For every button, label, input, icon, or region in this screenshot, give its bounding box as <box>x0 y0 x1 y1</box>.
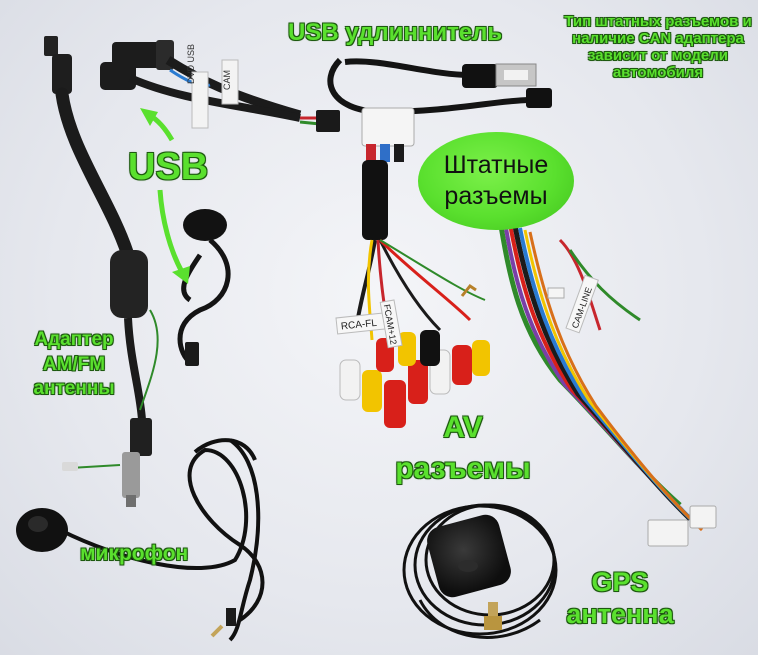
fm-adapter-cable <box>44 36 159 507</box>
av-connectors-label: AV разъемы <box>395 411 531 485</box>
av-tag-1: RCA-FL <box>340 318 378 333</box>
gps-antenna <box>402 503 558 639</box>
small-usb-cable <box>177 209 231 366</box>
usb-extension-label: USB удлиннитель <box>288 19 503 46</box>
stock-connectors-label: Штатные разъемы <box>443 150 549 210</box>
fm-adapter-label: Адаптер AM/FM антенны <box>33 329 115 400</box>
usb-extension-cable <box>327 57 552 116</box>
car-model-note: Тип штатных разъемов и наличие CAN адапт… <box>564 13 752 81</box>
microphone-label: микрофон <box>80 542 189 565</box>
main-harness: CAM-LINE <box>497 219 717 547</box>
usb-harness <box>100 40 340 132</box>
stock-connectors-bubble: Штатные разъемы <box>418 132 574 230</box>
microphone-cable <box>16 438 265 642</box>
arrow-up-icon <box>140 108 175 142</box>
usb-harness-tag-2: CAM <box>222 70 232 90</box>
arrow-down-icon <box>157 189 190 284</box>
av-harness: RCA-FL FCAM+12 <box>335 107 490 428</box>
usb-harness-tag-1: DVD USB <box>186 43 196 84</box>
usb-label: USB <box>128 146 209 188</box>
gps-antenna-label: GPS антенна <box>566 567 674 630</box>
